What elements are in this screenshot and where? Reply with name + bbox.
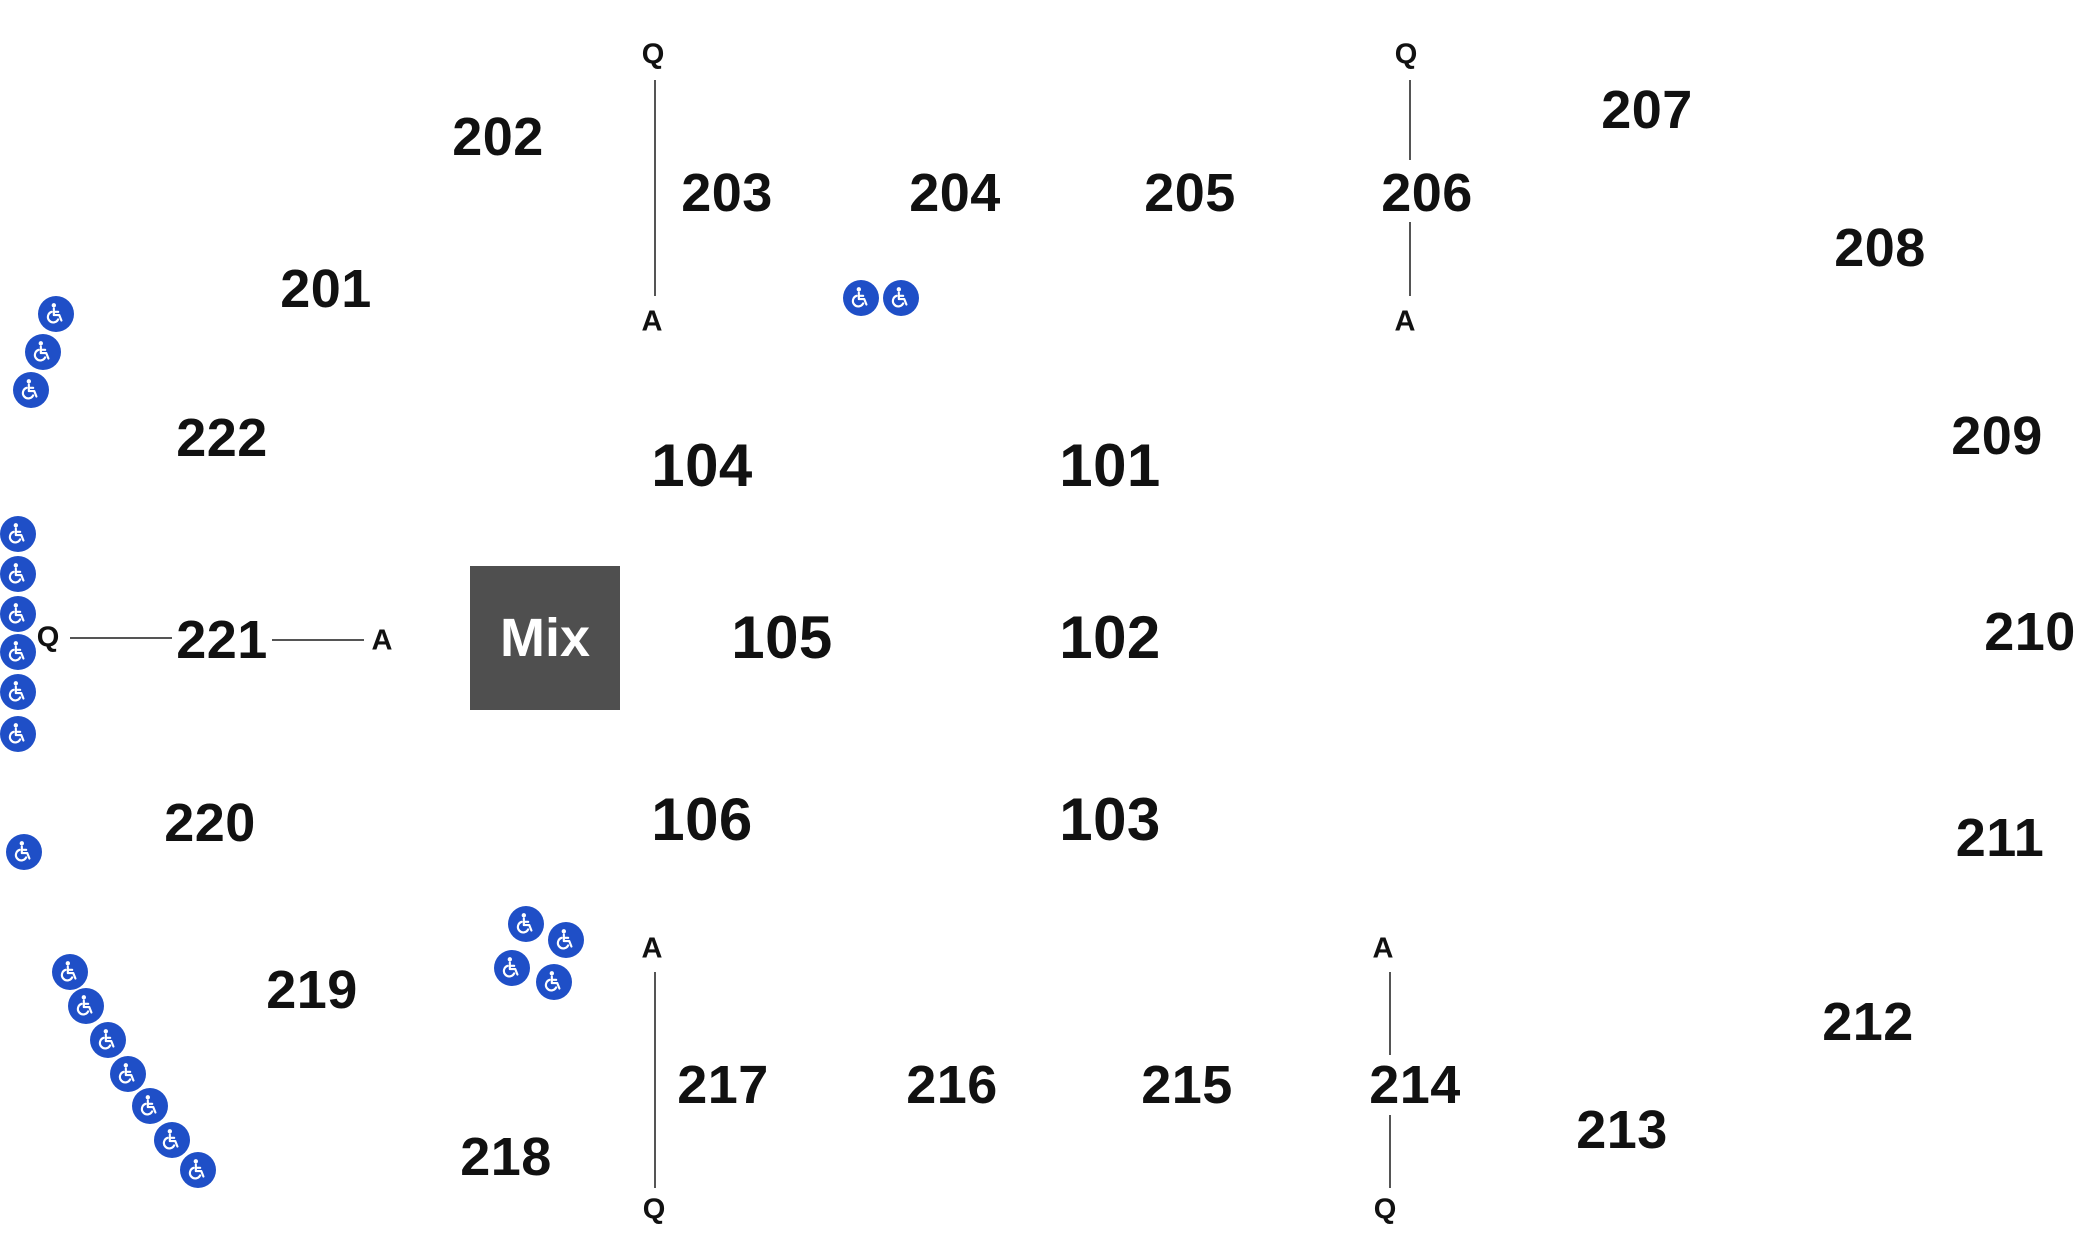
wheelchair-accessible-icon[interactable] <box>494 950 530 986</box>
wheelchair-accessible-icon[interactable] <box>38 296 74 332</box>
section-104[interactable]: 104 <box>651 432 753 499</box>
wheelchair-accessible-icon[interactable] <box>132 1088 168 1124</box>
wheelchair-accessible-icon[interactable] <box>536 964 572 1000</box>
section-205[interactable]: 205 <box>1144 163 1236 223</box>
wheelchair-accessible-icon[interactable] <box>843 280 879 316</box>
section-203[interactable]: 203 <box>681 163 773 223</box>
section-103[interactable]: 103 <box>1059 786 1161 853</box>
row-marker-217-q: Q <box>642 1193 666 1226</box>
wheelchair-accessible-icon[interactable] <box>154 1122 190 1158</box>
wheelchair-accessible-icon[interactable] <box>0 674 36 710</box>
section-209[interactable]: 209 <box>1951 406 2043 466</box>
wheelchair-accessible-icon[interactable] <box>90 1022 126 1058</box>
mix-position: Mix <box>470 566 620 710</box>
section-207[interactable]: 207 <box>1601 80 1693 140</box>
wheelchair-accessible-icon[interactable] <box>0 556 36 592</box>
section-215[interactable]: 215 <box>1141 1055 1233 1115</box>
wheelchair-accessible-icon[interactable] <box>52 954 88 990</box>
section-204[interactable]: 204 <box>909 163 1001 223</box>
wheelchair-accessible-icon[interactable] <box>0 716 36 752</box>
section-216[interactable]: 216 <box>906 1055 998 1115</box>
row-marker-203-q: Q <box>641 38 665 71</box>
row-marker-214-a: A <box>1372 932 1394 965</box>
row-marker-221-q: Q <box>36 621 60 654</box>
section-212[interactable]: 212 <box>1822 992 1914 1052</box>
wheelchair-accessible-icon[interactable] <box>883 280 919 316</box>
section-214[interactable]: 214 <box>1369 1055 1461 1115</box>
row-marker-206-q: Q <box>1394 38 1418 71</box>
wheelchair-accessible-icon[interactable] <box>0 596 36 632</box>
section-202[interactable]: 202 <box>452 107 544 167</box>
wheelchair-accessible-icon[interactable] <box>0 634 36 670</box>
wheelchair-accessible-icon[interactable] <box>180 1152 216 1188</box>
section-208[interactable]: 208 <box>1834 218 1926 278</box>
row-marker-203-a: A <box>641 305 663 338</box>
section-221[interactable]: 221 <box>176 610 268 670</box>
wheelchair-accessible-icon[interactable] <box>548 922 584 958</box>
wheelchair-accessible-icon[interactable] <box>0 516 36 552</box>
section-206[interactable]: 206 <box>1381 163 1473 223</box>
section-218[interactable]: 218 <box>460 1127 552 1187</box>
row-marker-206-a: A <box>1394 305 1416 338</box>
row-marker-217-a: A <box>641 932 663 965</box>
section-220[interactable]: 220 <box>164 793 256 853</box>
section-210[interactable]: 210 <box>1984 602 2076 662</box>
section-219[interactable]: 219 <box>266 960 358 1020</box>
section-217[interactable]: 217 <box>677 1055 769 1115</box>
wheelchair-accessible-icon[interactable] <box>68 988 104 1024</box>
wheelchair-accessible-icon[interactable] <box>508 906 544 942</box>
section-213[interactable]: 213 <box>1576 1100 1668 1160</box>
row-marker-214-q: Q <box>1373 1193 1397 1226</box>
wheelchair-accessible-icon[interactable] <box>25 334 61 370</box>
wheelchair-accessible-icon[interactable] <box>110 1056 146 1092</box>
section-222[interactable]: 222 <box>176 408 268 468</box>
row-marker-221-a: A <box>371 624 393 657</box>
section-201[interactable]: 201 <box>280 259 372 319</box>
section-101[interactable]: 101 <box>1059 432 1161 499</box>
wheelchair-accessible-icon[interactable] <box>13 372 49 408</box>
wheelchair-accessible-icon[interactable] <box>6 834 42 870</box>
section-105[interactable]: 105 <box>731 604 833 671</box>
section-211[interactable]: 211 <box>1955 808 2045 868</box>
section-106[interactable]: 106 <box>651 786 753 853</box>
section-102[interactable]: 102 <box>1059 604 1161 671</box>
